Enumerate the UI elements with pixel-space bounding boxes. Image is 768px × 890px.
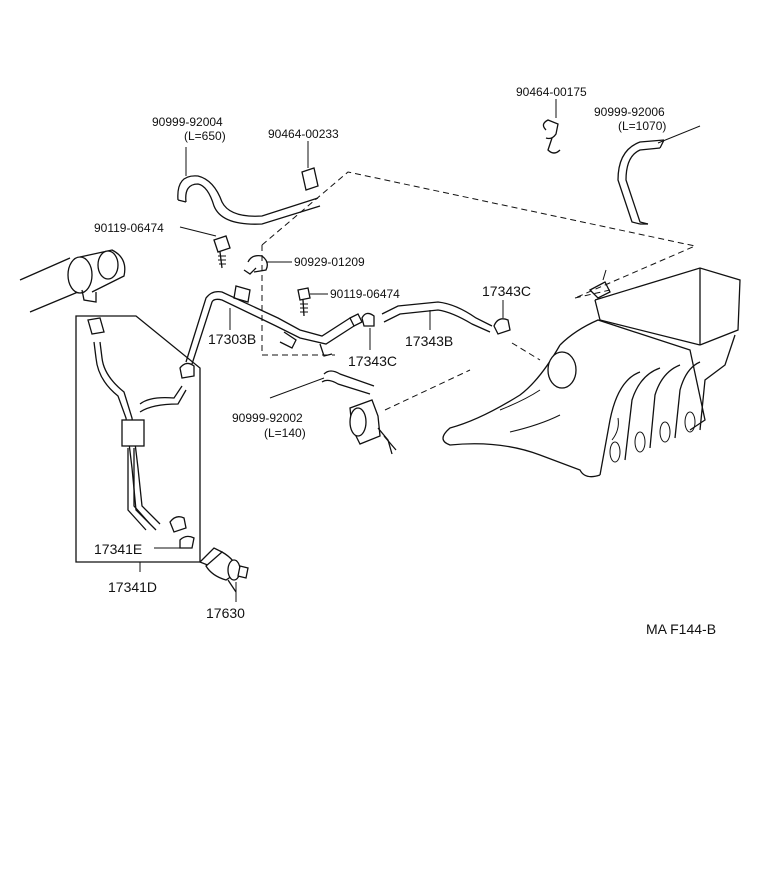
clip-17343c-right-drawing [493,300,511,335]
label-90999-92002-length: (L=140) [264,426,306,440]
label-17343c-right: 17343C [482,283,531,299]
label-90999-92004: 90999-92004 [152,115,223,129]
clip-17343c-left-drawing [361,312,375,350]
vsv-17630-drawing [198,547,249,602]
hose-17343b-drawing [381,301,493,333]
hose-90999-92002-drawing [269,370,375,399]
clamp-01209-drawing [243,254,292,275]
part-labels: 90999-92004 (L=650) 90464-00233 90119-06… [94,85,716,637]
label-90464-00233: 90464-00233 [268,127,339,141]
diagram-id: MA F144-B [646,621,716,637]
label-17303b: 17303B [208,331,256,347]
clip-90464-00233-drawing [301,141,319,191]
label-17630: 17630 [206,605,245,621]
label-90999-92006: 90999-92006 [594,105,665,119]
label-90999-92004-length: (L=650) [184,129,226,143]
label-17343c-left: 17343C [348,353,397,369]
label-17341d: 17341D [108,579,157,595]
label-90929-01209: 90929-01209 [294,255,365,269]
assembly-17341d-drawing [75,315,201,572]
bolt-lower-drawing [297,287,328,317]
label-17343b: 17343B [405,333,453,349]
dashed-reference-lines [261,171,697,411]
vacuum-unit-drawing [349,399,397,455]
label-90119-06474-lower: 90119-06474 [330,287,400,301]
label-90119-06474-upper: 90119-06474 [94,221,164,235]
exhaust-pipe-drawing [19,249,126,313]
hose-90999-92006-drawing [617,125,701,225]
clip-00175-drawing [542,99,561,154]
hose-90999-92004-drawing [177,147,321,225]
intake-manifold-drawing [442,267,741,478]
label-90999-92006-length: (L=1070) [618,119,666,133]
pipe-17303b-drawing [185,285,363,365]
label-90464-00175: 90464-00175 [516,85,587,99]
label-90999-92002: 90999-92002 [232,411,303,425]
bolt-upper-drawing [179,226,231,269]
label-17341e: 17341E [94,541,142,557]
